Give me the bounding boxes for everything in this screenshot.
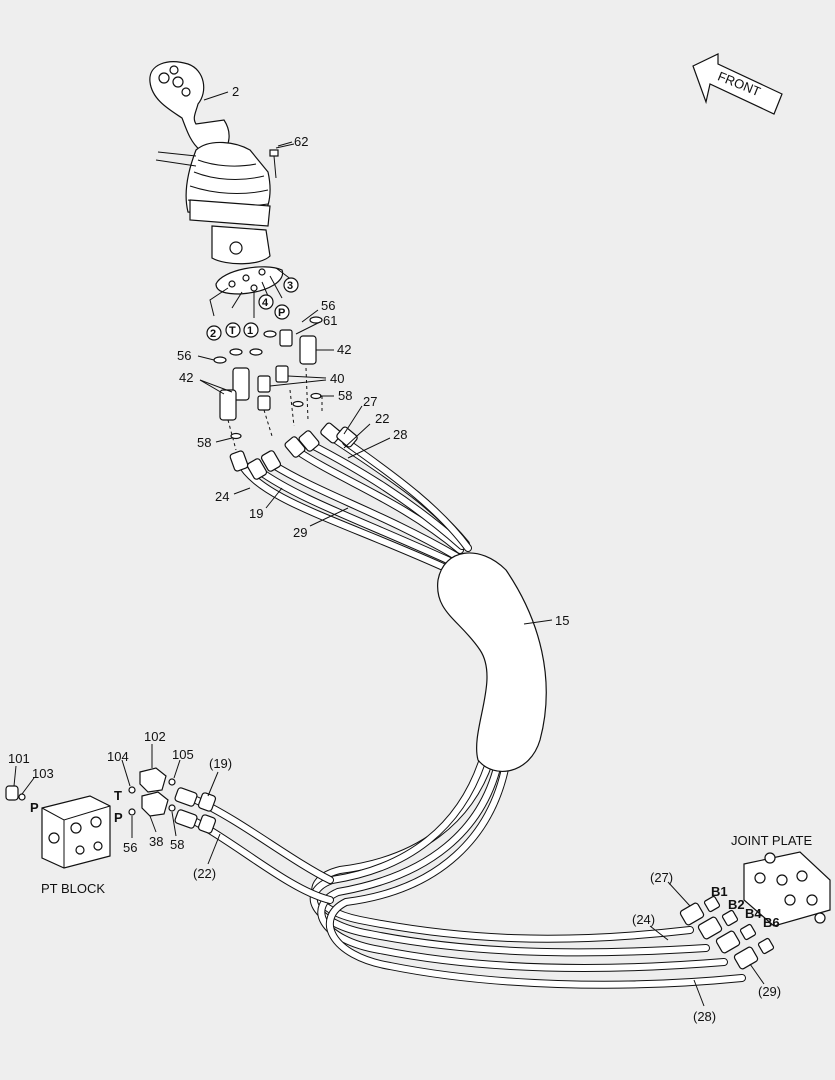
callout-22: 22 [375,411,389,426]
joystick-lever [149,61,295,265]
callout-58-right: 58 [338,388,352,403]
fittings [213,316,323,451]
joint-port-B4: B4 [745,906,762,921]
callout-38: 38 [149,834,163,849]
callout-19-paren: (19) [209,756,232,771]
port-3: 3 [287,280,293,292]
callout-29-paren: (29) [758,984,781,999]
callout-42-left: 42 [179,370,193,385]
joint-port-B6: B6 [763,915,780,930]
block-port-P-right: P [114,810,123,825]
block-port-T: T [114,788,122,803]
hose-bundle [192,422,746,989]
port-ids: 2 T 1 4 P 3 [206,277,299,341]
joint-port-B1: B1 [711,884,728,899]
port-2: 2 [210,328,216,340]
callout-56-top: 56 [321,298,335,313]
joint-plate [679,851,831,970]
callout-101: 101 [8,751,30,766]
callout-27-paren: (27) [650,870,673,885]
leader-lines [13,91,765,1007]
port-1: 1 [247,325,253,337]
callout-2: 2 [232,84,239,99]
callout-61: 61 [323,313,337,328]
callout-62: 62 [294,134,308,149]
joint-plate-caption: JOINT PLATE [731,833,812,848]
joint-port-B2: B2 [728,897,745,912]
callout-56-left: 56 [177,348,191,363]
callout-42-right: 42 [337,342,351,357]
pt-block-caption: PT BLOCK [41,881,105,896]
port-plate [209,266,293,318]
callout-22-paren: (22) [193,866,216,881]
port-T: T [229,325,236,337]
port-4: 4 [262,297,269,309]
callout-105: 105 [172,747,194,762]
callout-104: 104 [107,749,129,764]
callout-102: 102 [144,729,166,744]
captions: PT BLOCK JOINT PLATE [41,833,812,896]
callout-58-left: 58 [197,435,211,450]
callout-24-paren: (24) [632,912,655,927]
callout-24: 24 [215,489,229,504]
callout-labels: 2 62 56 61 42 56 42 40 58 27 22 28 58 24… [8,84,781,1024]
pt-couplings [128,767,217,834]
callout-28-paren: (28) [693,1009,716,1024]
callout-40: 40 [330,371,344,386]
callout-19: 19 [249,506,263,521]
callout-58-bottom: 58 [170,837,184,852]
callout-15: 15 [555,613,569,628]
callout-28: 28 [393,427,407,442]
block-port-P-left: P [30,800,39,815]
callout-56-bottom: 56 [123,840,137,855]
pt-block [5,785,111,869]
front-arrow: FRONT [692,53,783,115]
callout-27: 27 [363,394,377,409]
callout-103: 103 [32,766,54,781]
port-labels: P T P B1 B2 B4 B6 [30,788,780,930]
port-P: P [278,307,285,319]
callout-29: 29 [293,525,307,540]
